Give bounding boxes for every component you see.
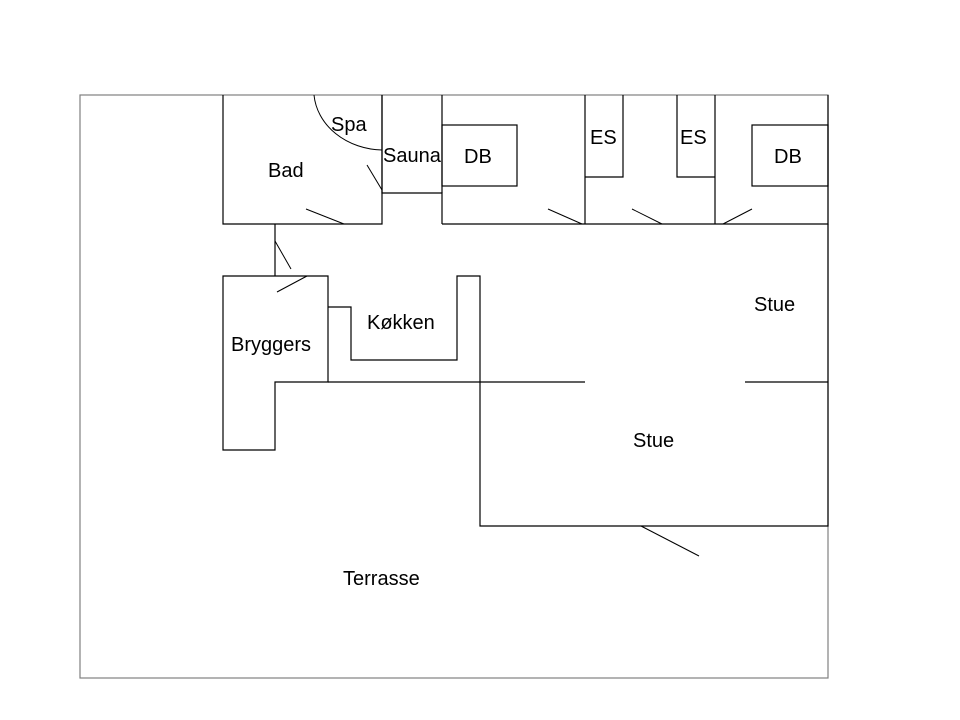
label-es-left: ES: [590, 127, 617, 149]
label-stue-upper: Stue: [754, 294, 795, 316]
label-es-right: ES: [680, 127, 707, 149]
label-db-right: DB: [774, 146, 802, 168]
label-spa: Spa: [331, 114, 367, 136]
label-bryggers: Bryggers: [231, 334, 311, 356]
door-hall: [274, 240, 292, 270]
label-bad: Bad: [268, 160, 304, 182]
label-kokken: Køkken: [367, 312, 435, 334]
wall-bryggers: [222, 224, 329, 451]
wall-stue: [479, 224, 829, 527]
door-bryggers: [276, 275, 308, 293]
terrace-boundary: [79, 94, 829, 679]
door-db-left: [547, 208, 583, 225]
label-db-left: DB: [464, 146, 492, 168]
door-bad: [305, 208, 345, 225]
door-spa-sauna: [366, 164, 383, 191]
door-terrace: [640, 525, 700, 557]
spa-door-arc: [313, 94, 383, 151]
wall-bedrooms: [441, 95, 829, 225]
door-es-left: [631, 208, 663, 225]
wall-kokken: [328, 275, 481, 383]
door-db-right: [722, 208, 753, 225]
doors: [274, 94, 753, 557]
label-stue-lower: Stue: [633, 430, 674, 452]
label-terrasse: Terrasse: [343, 568, 420, 590]
label-sauna: Sauna: [383, 145, 442, 167]
